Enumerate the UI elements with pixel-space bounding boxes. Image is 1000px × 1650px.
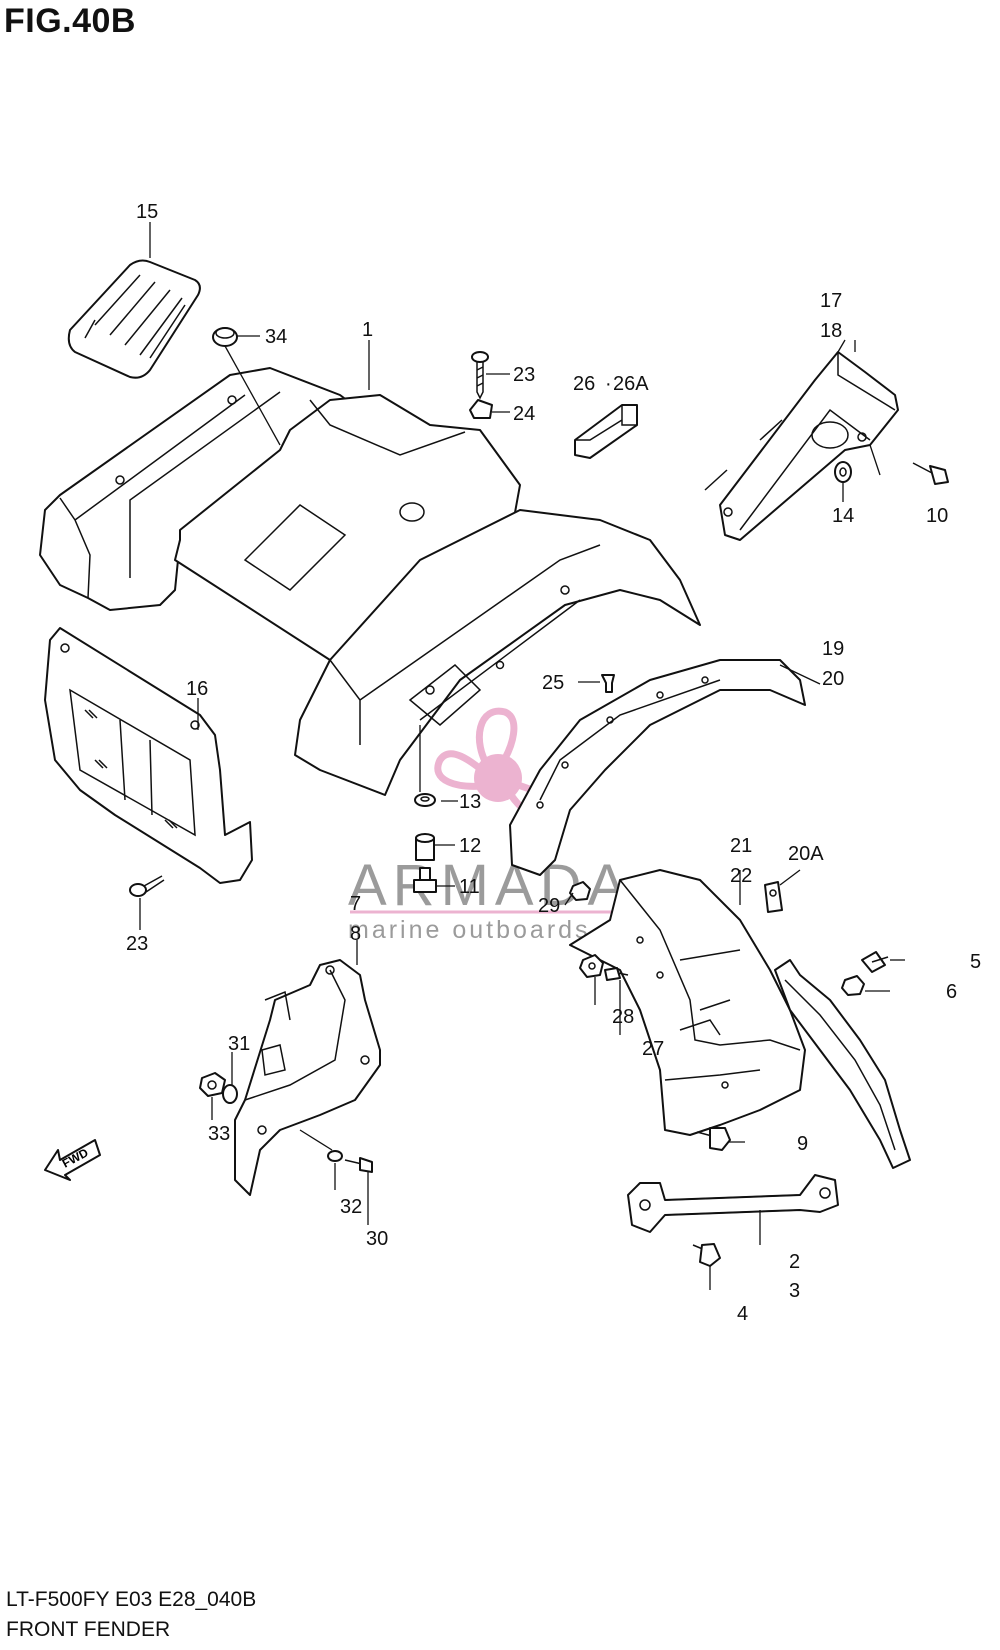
callout-labels: 15 34 1 23 24 26 · 26A 17 18 14 10 19 20… (126, 201, 981, 1325)
fwd-arrow-icon: FWD (44, 1139, 101, 1181)
callout-8: 8 (350, 923, 361, 945)
part-27-bolt (604, 967, 629, 981)
callout-1: 1 (362, 319, 373, 341)
part-25-clip (601, 674, 615, 693)
callout-3: 3 (789, 1280, 800, 1302)
part-15-pad (67, 259, 201, 379)
callout-34: 34 (265, 326, 287, 348)
callout-17: 17 (820, 290, 842, 312)
callout-13: 13 (459, 791, 481, 813)
watermark-brand: ARMADA (348, 853, 632, 918)
part-7-inner-panel (234, 959, 381, 1196)
callout-14: 14 (832, 505, 854, 527)
part-6-nut (841, 975, 865, 996)
callout-4: 4 (737, 1303, 748, 1325)
callout-6: 6 (946, 981, 957, 1003)
part-29-nut (569, 881, 591, 901)
part-23-screw-top (471, 351, 489, 400)
part-21-inner-fender (569, 869, 806, 1136)
part-24-clip-nut (469, 399, 493, 419)
figure-title: FIG.40B (4, 2, 136, 40)
callout-25: 25 (542, 672, 564, 694)
propeller-hub-icon (474, 754, 522, 802)
assembly-name: FRONT FENDER (6, 1618, 171, 1641)
callout-32: 32 (340, 1196, 362, 1218)
callout-24: 24 (513, 403, 535, 425)
callout-12: 12 (459, 835, 481, 857)
model-code: LT-F500FY E03 E28_040B (6, 1588, 257, 1611)
callout-21: 21 (730, 835, 752, 857)
callout-20a: 20A (788, 843, 824, 865)
callout-20: 20 (822, 668, 844, 690)
callout-2: 2 (789, 1251, 800, 1273)
callout-23-top: 23 (513, 364, 535, 386)
part-30-bolt (344, 1157, 373, 1173)
part-28-nut (579, 954, 604, 978)
part-17-bracket (704, 351, 899, 541)
callout-11: 11 (459, 876, 480, 898)
callout-31: 31 (228, 1033, 250, 1055)
callout-22: 22 (730, 865, 752, 887)
part-26-cushion (574, 404, 638, 459)
callout-26a: 26A (613, 373, 649, 395)
callout-18: 18 (820, 320, 842, 342)
part-16-front-grille (44, 627, 253, 884)
part-14-washer (834, 461, 852, 483)
callout-15: 15 (136, 201, 158, 223)
callout-27: 27 (642, 1038, 664, 1060)
callout-26: 26 (573, 373, 595, 395)
svg-text:·: · (605, 373, 612, 395)
part-4-bolt (692, 1243, 721, 1267)
part-20a-clip (764, 881, 783, 913)
callout-29: 29 (538, 895, 560, 917)
callout-28: 28 (612, 1006, 634, 1028)
watermark-tagline: marine outboards (348, 916, 591, 944)
callout-19: 19 (822, 638, 844, 660)
callout-30: 30 (366, 1228, 388, 1250)
part-2-stay-bar (627, 1174, 839, 1233)
callout-23-lower: 23 (126, 933, 148, 955)
callout-9: 9 (797, 1133, 808, 1155)
part-19-mud-flap (509, 659, 806, 876)
leader-lines (139, 222, 905, 1290)
callout-33: 33 (208, 1123, 230, 1145)
part-32-washer (327, 1150, 343, 1162)
part-1-front-fender (39, 367, 701, 796)
part-5-bolt (861, 951, 889, 973)
part-10-bolt (912, 462, 949, 485)
part-9-bolt (696, 1127, 731, 1151)
callout-7: 7 (350, 893, 361, 915)
part-13-washer (414, 793, 436, 807)
callout-16: 16 (186, 678, 208, 700)
part-31-washer (222, 1084, 238, 1104)
part-23-screw-lower (129, 875, 165, 897)
part-34-grommet (212, 327, 238, 347)
part-22-fender-flap (774, 959, 911, 1169)
part-11-bolt (413, 867, 437, 893)
callout-10: 10 (926, 505, 948, 527)
part-33-nut (199, 1072, 226, 1097)
callout-5: 5 (970, 951, 981, 973)
part-12-collar (415, 833, 435, 861)
